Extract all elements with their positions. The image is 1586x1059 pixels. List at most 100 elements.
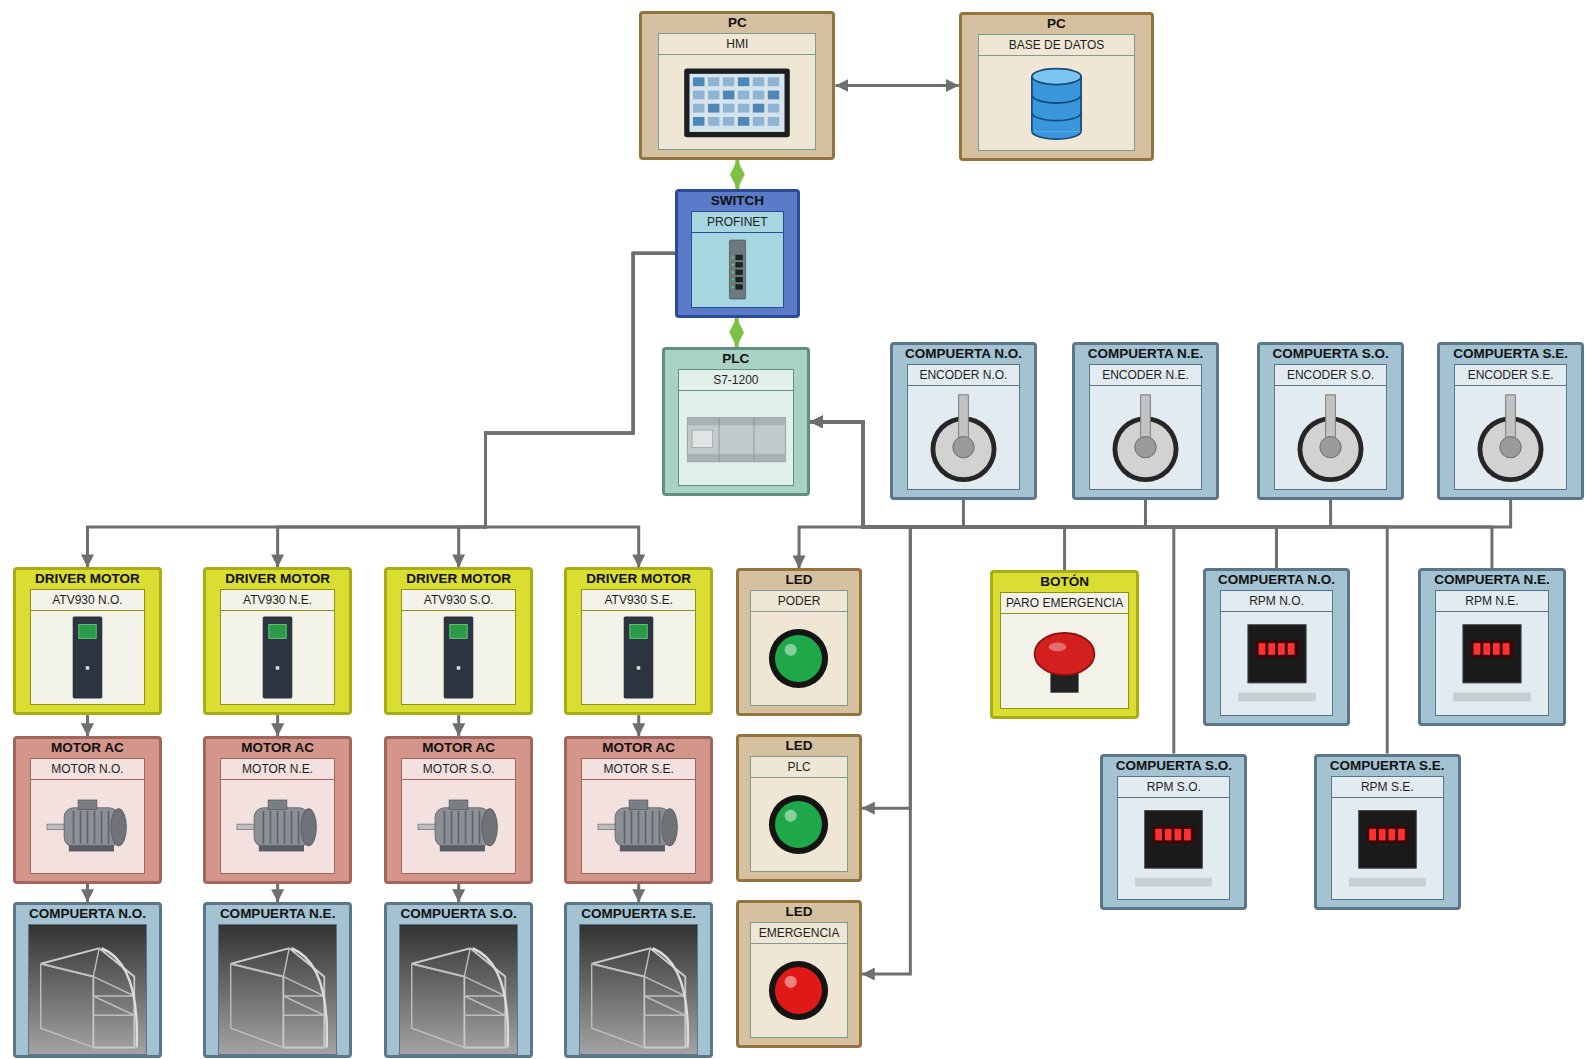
device-box: PCHMI [639, 11, 835, 160]
signal-line [486, 253, 675, 567]
box-heading: COMPUERTA N.E. [1075, 345, 1216, 362]
inner-panel: ATV930 N.E. [220, 589, 335, 705]
inner-panel: RPM N.E. [1435, 590, 1549, 716]
box-heading: LED [739, 571, 858, 588]
icon-part [400, 925, 517, 1054]
icon-part [620, 846, 665, 852]
inner-panel: MOTOR N.O. [30, 758, 145, 874]
network-link [735, 160, 739, 189]
icon-part [73, 811, 75, 844]
icon-part [73, 617, 103, 699]
inner-panel: ENCODER N.O. [907, 364, 1020, 490]
inner-panel: ATV930 S.E. [581, 589, 696, 705]
drv-icon [33, 614, 142, 701]
icon-part [653, 948, 688, 1047]
icon-part [80, 811, 82, 844]
icon-part [768, 77, 779, 86]
gate-icon [400, 925, 517, 1054]
enc-icon [910, 389, 1017, 486]
icon-part [718, 417, 719, 461]
icon-part [738, 91, 749, 100]
box-heading: COMPUERTA N.O. [16, 905, 159, 922]
inner-panel: S7-1200 [678, 369, 795, 486]
signal-line [637, 884, 640, 902]
icon-part [102, 948, 137, 1047]
icon-part [731, 279, 733, 281]
icon-part [693, 91, 704, 100]
device-box: COMPUERTA N.O. [13, 902, 162, 1058]
inner-panel: RPM N.O. [1220, 590, 1334, 716]
device-label: MOTOR S.E. [582, 759, 695, 780]
icon-part [753, 104, 764, 113]
inner-panel: MOTOR N.E. [220, 758, 335, 874]
icon-part [1032, 69, 1081, 85]
device-label: PARO EMERGENCIA [1001, 593, 1128, 614]
device-box: COMPUERTA S.O. [384, 902, 533, 1058]
device-box: COMPUERTA S.O.RPM S.O. [1100, 754, 1247, 911]
drv-icon [223, 614, 332, 701]
icon-part [292, 948, 327, 1047]
icon-part [270, 811, 272, 844]
icon-part [708, 104, 719, 113]
rpm-icon [1438, 615, 1546, 712]
icon-part [953, 436, 974, 457]
signal-line [457, 884, 460, 902]
icon-part [268, 800, 287, 809]
device-label: EMERGENCIA [751, 923, 846, 944]
device-label: ATV930 N.E. [221, 590, 334, 611]
icon-part [1175, 828, 1182, 840]
icon-part [769, 629, 828, 688]
signal-line [637, 715, 640, 736]
icon-part [638, 811, 640, 844]
inner-panel: BASE DE DATOS [978, 34, 1135, 151]
inner-panel: PROFINET [691, 211, 784, 307]
device-box: MOTOR ACMOTOR S.E. [564, 736, 713, 884]
signal-line [86, 715, 89, 736]
rpm-icon [1120, 801, 1227, 897]
device-box: MOTOR ACMOTOR N.E. [203, 736, 352, 884]
ledR-icon [753, 947, 844, 1034]
icon-part [775, 801, 822, 848]
device-box: SWITCHPROFINET [675, 189, 800, 317]
box-heading: DRIVER MOTOR [387, 570, 530, 587]
icon-part [1032, 131, 1081, 139]
icon-part [693, 117, 704, 126]
icon-part [1032, 95, 1081, 103]
icon-part [276, 667, 279, 670]
btn-icon [1003, 617, 1126, 705]
box-heading: COMPUERTA S.E. [567, 905, 710, 922]
signal-line [276, 884, 279, 902]
icon-part [1145, 810, 1203, 868]
icon-part [1463, 625, 1521, 683]
inner-panel: ATV930 S.O. [401, 589, 516, 705]
icon-part [1474, 644, 1481, 656]
icon-part [769, 795, 828, 854]
icon-part [263, 617, 293, 699]
box-heading: PC [962, 15, 1151, 32]
icon-part [693, 104, 704, 113]
icon-part [708, 77, 719, 86]
device-box: COMPUERTA S.E. [564, 902, 713, 1058]
switch-icon [694, 236, 781, 303]
icon-part [219, 925, 336, 1054]
enc-icon [1277, 389, 1384, 486]
icon-part [1349, 877, 1426, 886]
inner-panel: ENCODER N.E. [1089, 364, 1202, 490]
device-label: ATV930 N.O. [31, 590, 144, 611]
icon-part [738, 117, 749, 126]
device-box: BOTÓNPARO EMERGENCIA [990, 570, 1139, 719]
device-label: PROFINET [692, 212, 783, 233]
drv-icon [404, 614, 513, 701]
icon-part [108, 811, 110, 844]
icon-part [723, 104, 734, 113]
icon-part [735, 255, 742, 260]
box-heading: COMPUERTA N.E. [206, 905, 349, 922]
icon-part [1268, 644, 1275, 656]
icon-part [775, 967, 822, 1014]
signal-line [835, 84, 958, 87]
icon-part [768, 104, 779, 113]
icon-part [284, 811, 286, 844]
inner-panel: ATV930 N.O. [30, 589, 145, 705]
